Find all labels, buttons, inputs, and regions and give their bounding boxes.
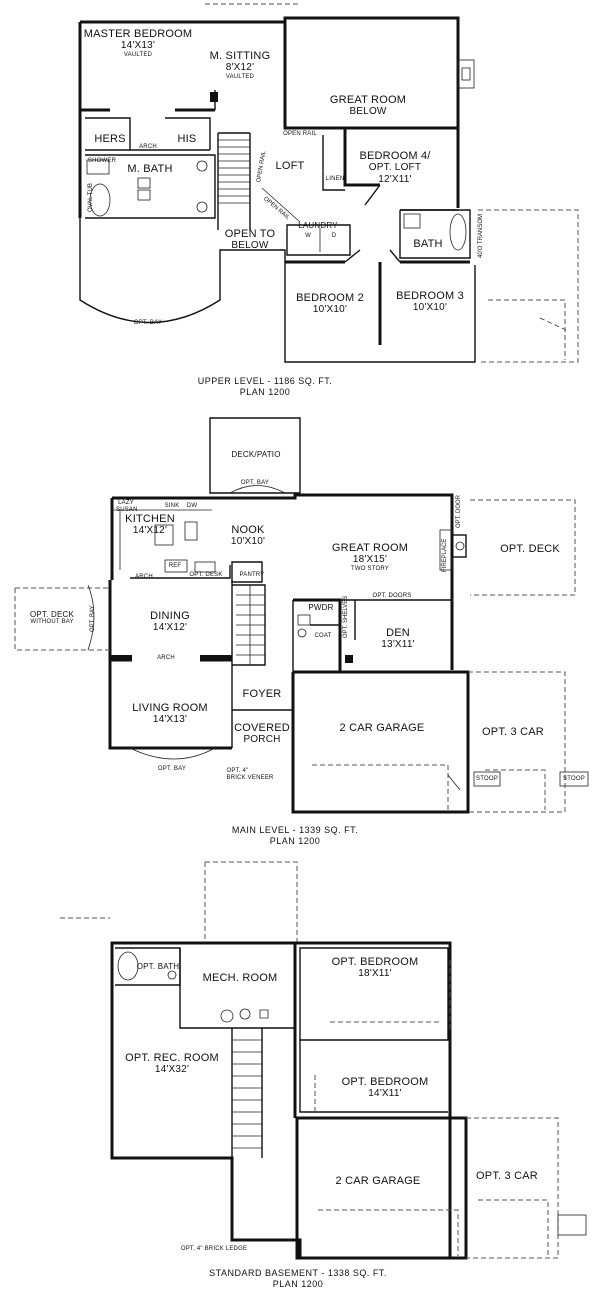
upper-bath-label: BATH [413,238,443,250]
main-level-walls [14,417,589,814]
covered-porch-label: COVERED PORCH [234,722,290,745]
den-label: DEN 13'X11' [381,627,415,650]
his-closet-label: HIS [177,133,197,145]
upper-arch-label: ARCH [139,144,157,150]
bedroom-3-label: BEDROOM 3 10'X10' [396,290,464,313]
laundry-label: LAUNDRY [298,221,338,230]
opt-doors-label: OPT. DOORS [372,593,412,599]
shower-label: SHOWER [87,158,117,164]
basement-opt-3-car-label: OPT. 3 CAR [476,1170,538,1182]
powder-room-label: PWDR [308,603,334,612]
upper-great-room-label: GREAT ROOM BELOW [329,94,407,117]
sink-label: SINK [164,503,180,509]
sitting-label: M. SITTING 8'X12' VAULTED [209,50,271,80]
main-opt-3-car-label: OPT. 3 CAR [482,726,544,738]
fireplace-label: FIREPLACE [442,538,448,572]
lazy-susan-label: LAZY SUSAN [116,500,138,513]
bedroom-2-label: BEDROOM 2 10'X10' [296,292,364,315]
main-arch-label: ARCH [135,574,153,580]
dining-label: DINING 14'X12' [150,610,190,633]
pantry-label: PANTRY [239,572,265,578]
hers-closet-label: HERS [94,133,126,145]
opt-deck-right-label: OPT. DECK [500,543,560,555]
open-rail-label-1: OPEN RAIL [283,131,317,137]
linen-label: LINEN [325,176,345,182]
opt-bay-left-label: OPT. BAY [90,605,96,632]
dishwasher-label: DW [186,503,198,509]
open-to-below-label: OPEN TO BELOW [224,228,276,251]
opt-shelves-label: OPT. SHELVES [343,595,349,638]
brick-ledge-label: OPT. 4" BRICK LEDGE [180,1246,248,1252]
bedroom-4-label: BEDROOM 4/ OPT. LOFT 12'X11' [359,150,431,185]
upper-opt-bay-label: OPT. BAY [133,320,163,326]
brick-veneer-label: OPT. 4" BRICK VENEER [226,768,274,781]
loft-label: LOFT [275,160,305,172]
stoop-1-label: STOOP [476,776,498,782]
master-bath-label: M. BATH [127,163,173,175]
main-opt-bay-top-label: OPT. BAY [240,480,270,486]
upper-level-walls [78,3,579,363]
basement-garage-label: 2 CAR GARAGE [335,1175,421,1187]
foyer-label: FOYER [242,688,282,700]
stoop-2-label: STOOP [563,776,585,782]
basement-walls [60,861,587,1260]
upper-level-caption: UPPER LEVEL - 1186 SQ. FT. PLAN 1200 [197,376,333,397]
main-garage-label: 2 CAR GARAGE [339,722,425,734]
opt-desk-label: OPT. DESK [189,572,223,578]
nook-label: NOOK 10'X10' [230,524,266,547]
opt-bedroom-1-label: OPT. BEDROOM 18'X11' [331,956,419,979]
living-room-label: LIVING ROOM 14'X13' [132,702,208,725]
opt-bath-label: OPT. BATH [136,962,180,971]
mech-room-label: MECH. ROOM [202,972,278,984]
opt-deck-left-label: OPT. DECK WITHOUT BAY [29,610,75,625]
master-bedroom-label: MASTER BEDROOM 14'X13' VAULTED [83,28,193,58]
basement-caption: STANDARD BASEMENT - 1338 SQ. FT. PLAN 12… [209,1268,387,1289]
coat-closet-label: COAT [314,633,332,639]
main-opt-bay-bottom-label: OPT. BAY [157,766,187,772]
opt-rec-room-label: OPT. REC. ROOM 14'X32' [125,1052,219,1075]
transom-label: 40'O TRANSOM [478,213,484,258]
main-great-room-label: GREAT ROOM 18'X15' TWO STORY [331,542,409,572]
oval-tub-label: OVAL TUB [88,183,94,212]
washer-label: W [305,233,311,239]
deck-patio-label: DECK/PATIO [231,450,281,459]
main-arch-2-label: ARCH [157,655,175,661]
ref-label: REF [168,563,182,569]
opt-bedroom-2-label: OPT. BEDROOM 14'X11' [341,1076,429,1099]
main-level-caption: MAIN LEVEL - 1339 SQ. FT. PLAN 1200 [231,825,359,846]
kitchen-label: KITCHEN 14'X12' [125,513,175,536]
dryer-label: D [331,233,337,239]
opt-door-label: OPT. DOOR [456,494,462,528]
